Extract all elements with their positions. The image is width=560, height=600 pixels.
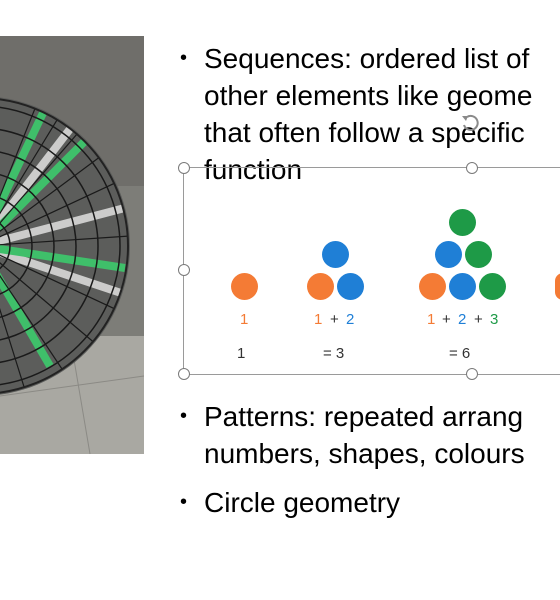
sum-label: 1 — [237, 345, 246, 362]
bullet-line: numbers, shapes, colours — [204, 438, 525, 469]
resize-handle-bottom-middle[interactable] — [466, 368, 478, 380]
resize-handle-top-middle[interactable] — [466, 162, 478, 174]
term-label: 2 — [458, 311, 467, 328]
resize-handle-middle-left[interactable] — [178, 264, 190, 276]
dot-blue — [449, 273, 476, 300]
sum-label: = 6 — [449, 345, 471, 362]
bullet-line: function — [204, 154, 303, 185]
bullet-symbol: • — [180, 405, 188, 427]
bullet-line: other elements like geome — [204, 80, 533, 111]
dot-orange — [419, 273, 446, 300]
dot-orange-partial — [555, 273, 560, 300]
bullet-line: Sequences: ordered list of — [204, 43, 530, 74]
term-label: + — [442, 311, 451, 328]
triangular-numbers-diagram: 1 1 1 + 2 = 3 1 + 2 + 3 = 6 — [183, 167, 560, 373]
bullet-line: that often follow a specific — [204, 117, 525, 148]
term-label: 1 — [427, 311, 436, 328]
term-label: 1 — [240, 311, 249, 328]
dot-blue — [337, 273, 364, 300]
dot-green — [465, 241, 492, 268]
dot-orange — [231, 273, 258, 300]
dot-green — [449, 209, 476, 236]
dot-blue — [435, 241, 462, 268]
bullet-symbol: • — [180, 47, 188, 69]
rotate-handle-icon[interactable] — [458, 110, 482, 134]
dot-blue — [322, 241, 349, 268]
term-label: + — [330, 311, 339, 328]
fan-guard-image — [0, 36, 144, 454]
resize-handle-bottom-left[interactable] — [178, 368, 190, 380]
sum-label: = 3 — [323, 345, 345, 362]
dot-green — [479, 273, 506, 300]
term-label: 1 — [314, 311, 323, 328]
fan-guard-photo — [0, 36, 144, 454]
term-label: + — [474, 311, 483, 328]
resize-handle-top-left[interactable] — [178, 162, 190, 174]
bullet-line: Circle geometry — [204, 487, 401, 518]
term-label: 3 — [490, 311, 499, 328]
term-label: 2 — [346, 311, 355, 328]
bullet-symbol: • — [180, 491, 188, 513]
dot-orange — [307, 273, 334, 300]
bullet-line: Patterns: repeated arrang — [204, 401, 524, 432]
